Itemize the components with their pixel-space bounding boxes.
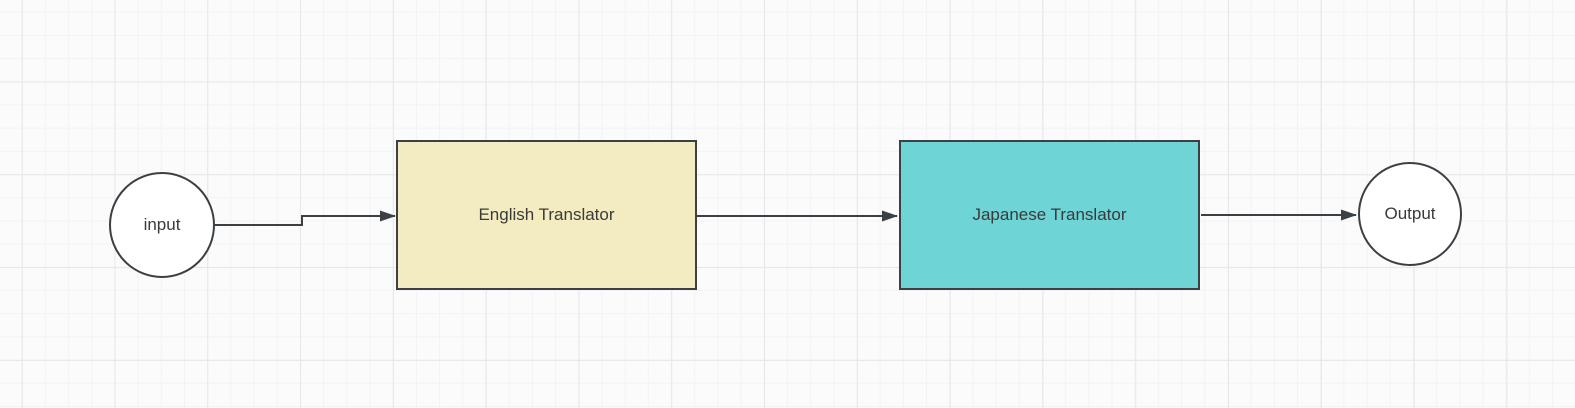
english-translator-node-label: English Translator bbox=[478, 205, 615, 224]
output-node[interactable]: Output bbox=[1358, 162, 1462, 266]
input-node[interactable]: input bbox=[109, 172, 215, 278]
japanese-translator-node-label: Japanese Translator bbox=[972, 205, 1127, 224]
english-translator-node[interactable]: English Translator bbox=[396, 140, 697, 290]
japanese-translator-node[interactable]: Japanese Translator bbox=[899, 140, 1200, 290]
output-node-label: Output bbox=[1384, 204, 1436, 223]
connector-input-to-english[interactable] bbox=[215, 210, 396, 226]
input-node-label: input bbox=[143, 215, 181, 234]
